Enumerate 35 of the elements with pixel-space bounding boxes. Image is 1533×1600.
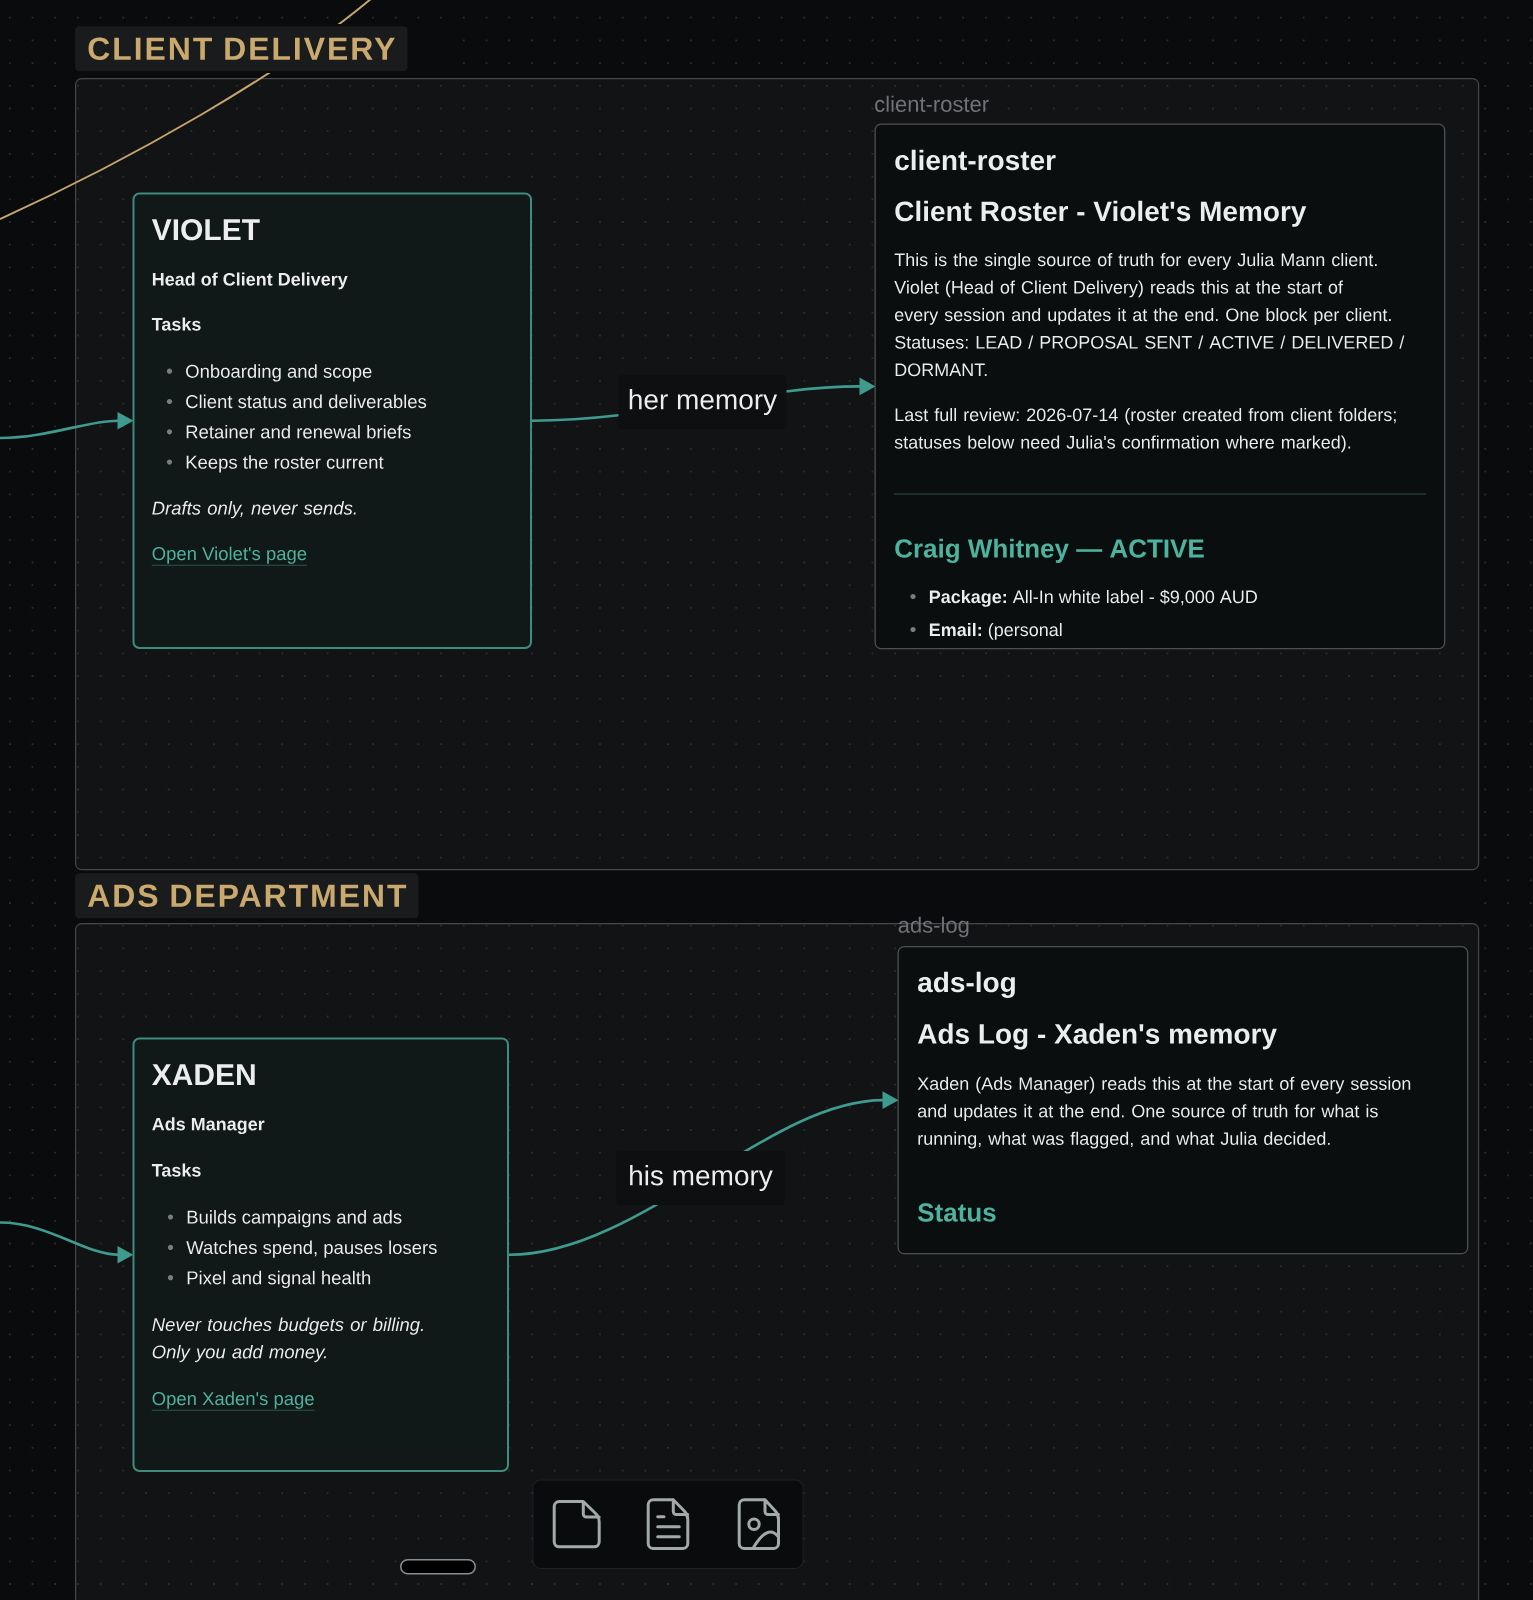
task-item: Builds campaigns and ads [187, 1210, 402, 1228]
task-item: Watches spend, pauses losers [186, 1240, 437, 1258]
file-label: client-roster [875, 95, 989, 112]
tasks-heading: Tasks [151, 317, 201, 331]
review-note: Last full review: 2026-07-14 (roster created from client folders; statuses below need Julia's confirmation where marked). [894, 407, 1396, 453]
file-label: ads-log [898, 916, 969, 938]
detail-item: Package: All-In white label - $9,000 AUD [929, 589, 1257, 607]
task-item: Pixel and signal health [187, 1270, 371, 1289]
file-name: ads-log [918, 971, 1015, 998]
task-item: Onboarding and scope [186, 364, 372, 382]
note-text: Never touches budgets or billing. Only you add money. [152, 1317, 423, 1363]
handle-bar [400, 1559, 476, 1575]
section-title: CLIENT DELIVERY [75, 26, 408, 72]
task-item: Retainer and renewal briefs [186, 424, 411, 439]
section-heading: Status [917, 1203, 996, 1222]
note-text: Drafts only, never sends. [152, 501, 356, 519]
task-item: Client status and deliverables [186, 394, 427, 409]
edge-label: his memory [616, 1151, 785, 1205]
memory-title: Ads Log - Xaden's memory [917, 1023, 1277, 1050]
task-item: Keeps the roster current [186, 455, 384, 473]
client-heading: Craig Whitney — ACTIVE [895, 538, 1204, 563]
edge-label: her memory [618, 375, 787, 429]
agent-name: VIOLET [151, 219, 260, 241]
tasks-heading: Tasks [151, 1163, 201, 1177]
description-text: This is the single source of truth for every Julia Mann client. Violet (Head of Client Delivery) reads this at the start of every session and updates it at the end. One block per client. Statuses: LEAD / PROPOSAL SENT / ACTIVE / DELIVERED / DORMANT. [894, 252, 1405, 377]
role-title: Ads Manager [152, 1117, 265, 1135]
memory-title: Client Roster - Violet's Memory [895, 200, 1307, 227]
page-link: Open Violet's page [151, 546, 308, 566]
file-name: client-roster [895, 149, 1056, 171]
page-link: Open Xaden's page [151, 1391, 315, 1411]
section-title: ADS DEPARTMENT [75, 873, 419, 919]
role-title: Head of Client Delivery [152, 272, 348, 290]
detail-item: Email: (personal [929, 622, 1062, 640]
description-text: Xaden (Ads Manager) reads this at the start of every session and updates it at the end. One source of truth for what is running, what was flagged, and what Julia decided. [917, 1076, 1411, 1149]
agent-name: XADEN [151, 1064, 255, 1085]
